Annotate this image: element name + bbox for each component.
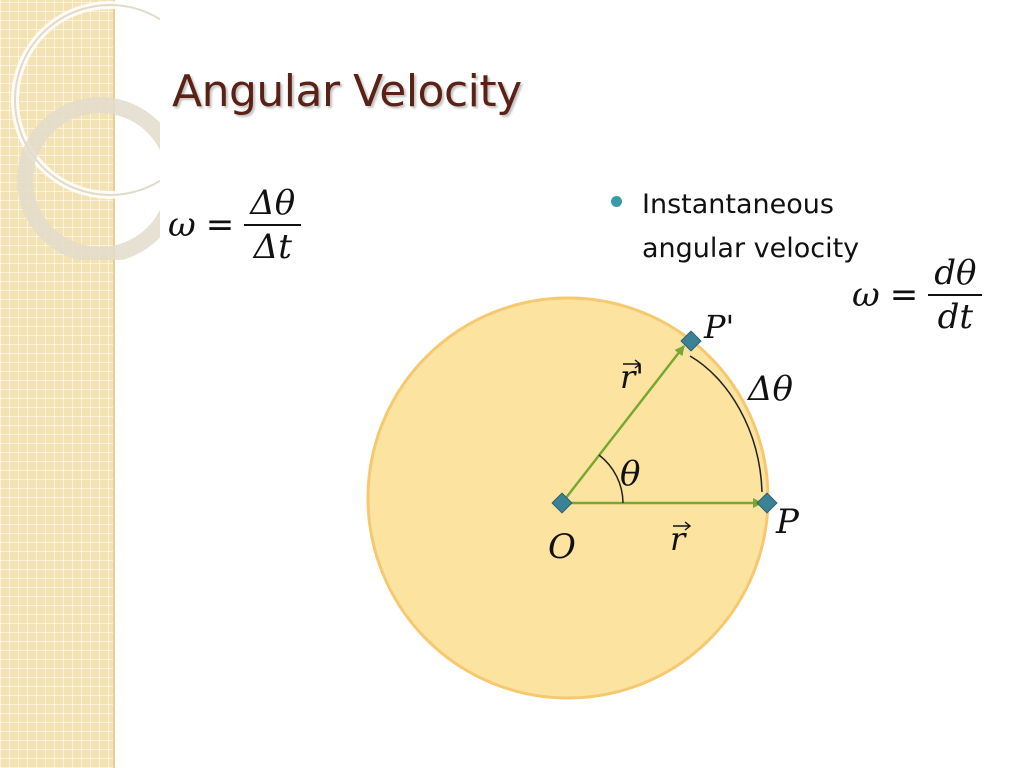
slide-title: Angular Velocity xyxy=(172,66,522,117)
point-p-label: P xyxy=(775,502,800,542)
angle-theta-label: θ xyxy=(620,454,640,494)
angle-theta-arc xyxy=(598,454,624,504)
rotating-disk xyxy=(366,296,770,700)
denominator: Δt xyxy=(253,227,292,267)
fraction-bar xyxy=(928,294,983,296)
point-p-prime-label: P' xyxy=(703,308,734,346)
bullet-item: Instantaneous angular velocity xyxy=(611,183,911,271)
fraction: Δθ Δt xyxy=(244,182,302,268)
average-angular-velocity-equation: ω = Δθ Δt xyxy=(168,182,302,268)
bullet-icon xyxy=(611,196,622,207)
omega-symbol: ω xyxy=(168,205,196,245)
decorative-rings xyxy=(11,1,160,260)
point-p-prime-marker xyxy=(680,330,702,352)
vector-r-prime-arrow xyxy=(561,345,685,504)
equals-sign: = xyxy=(205,205,235,245)
point-p-marker xyxy=(756,492,778,514)
vector-r-hat-arrow-icon xyxy=(673,521,692,531)
denominator: dt xyxy=(937,297,974,337)
vector-r-prime-hat-arrow-icon xyxy=(623,359,642,369)
bullet-text: Instantaneous angular velocity xyxy=(642,189,860,264)
numerator: Δθ xyxy=(250,183,296,223)
fraction: dθ dt xyxy=(928,252,983,338)
instantaneous-angular-velocity-equation: ω = dθ dt xyxy=(852,252,983,338)
vector-r-label: r xyxy=(670,520,687,558)
fraction-bar xyxy=(244,224,302,226)
omega-symbol: ω xyxy=(852,275,880,315)
center-label: O xyxy=(548,527,576,567)
delta-theta-label: Δθ xyxy=(746,369,793,409)
numerator: dθ xyxy=(934,253,977,293)
equals-sign: = xyxy=(889,275,919,315)
delta-theta-arc xyxy=(689,355,763,493)
center-marker xyxy=(551,492,573,514)
